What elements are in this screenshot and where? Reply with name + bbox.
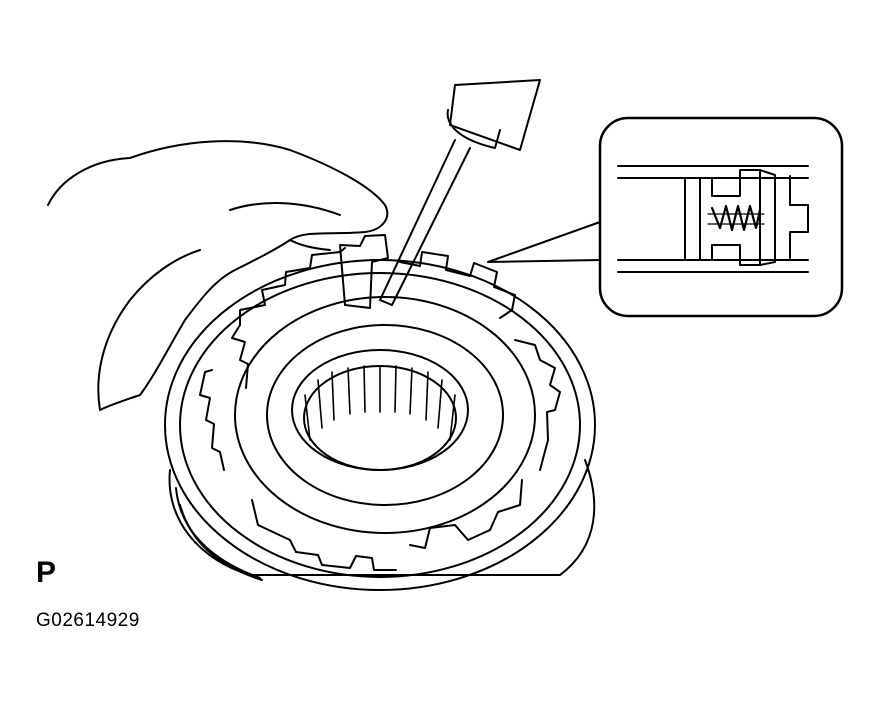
callout-leader-line [487,221,601,263]
figure-letter-label: P [36,556,57,589]
figure-code-label: G02614929 [36,610,140,631]
screwdriver-icon [379,79,541,306]
detail-inset-callout [598,116,844,318]
key-spring-icon [707,204,765,232]
synchronizer-hub-icon [164,247,596,591]
needle-bearing-icon [291,349,469,471]
shifting-key-icon [339,234,389,309]
hand-icon [47,140,389,411]
